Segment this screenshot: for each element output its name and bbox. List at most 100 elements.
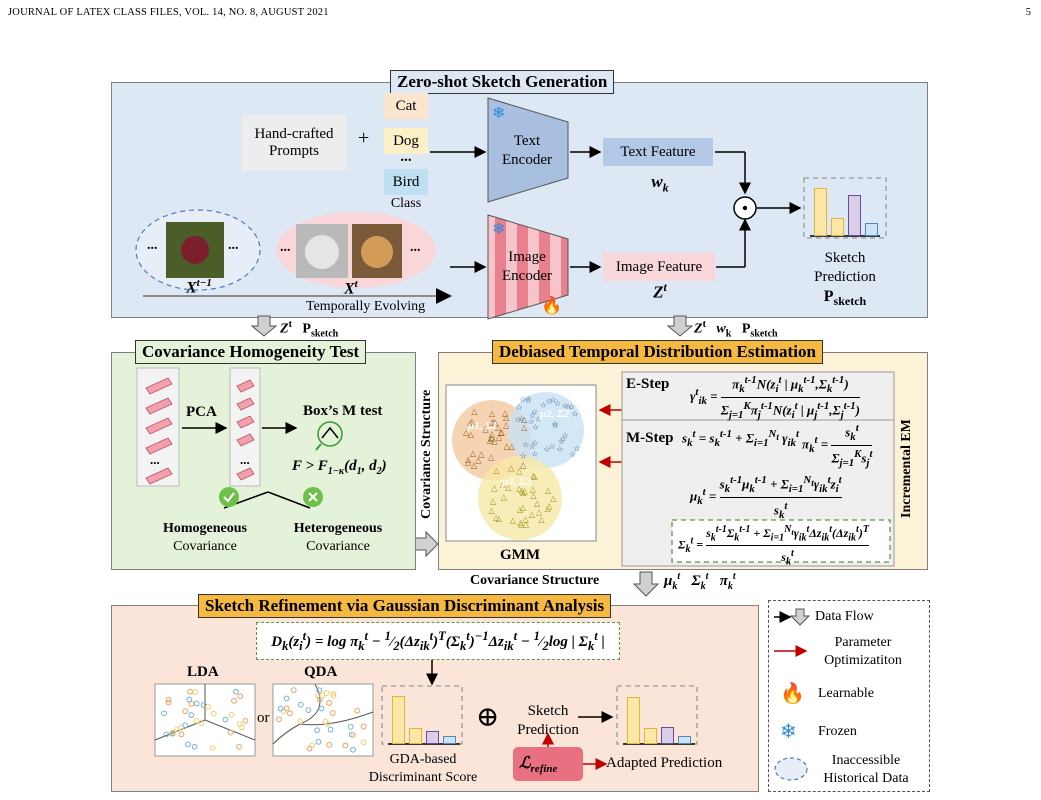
gmm-point: △: [521, 415, 528, 424]
gda-point: [347, 723, 354, 730]
gmm-point: △: [471, 461, 478, 470]
image-feature-symbol-z: Z: [653, 282, 664, 302]
gmm-point: ☆: [568, 402, 575, 411]
cluster-3-blob: [478, 456, 562, 540]
gmm-point: △: [536, 507, 543, 516]
gda-point: [182, 708, 189, 715]
gmm-point: △: [510, 516, 517, 525]
gmm-point: ☆: [543, 445, 550, 454]
flow-right-w: w: [716, 321, 726, 337]
gmm-point: ☆: [562, 431, 569, 440]
gmm-point: △: [508, 463, 515, 472]
image-encoder-line1: Image: [508, 249, 546, 265]
gmm-point: ☆: [548, 442, 555, 451]
gda-point: [318, 705, 325, 712]
gda-point: [290, 687, 297, 694]
feature-bars-left: [145, 377, 173, 485]
gda-point: [165, 696, 172, 703]
text-feature-symbol: wk: [640, 172, 680, 195]
bars-top-bar-2: [848, 195, 861, 236]
journal-header: JOURNAL OF LATEX CLASS FILES, VOL. 14, N…: [8, 7, 329, 18]
gmm-point: △: [487, 436, 494, 445]
bars-score-bar-1: [409, 728, 422, 744]
heterogeneous-line2: Covariance: [306, 539, 370, 554]
text-feature-box: Text Feature: [603, 138, 713, 166]
score-bars: [388, 692, 460, 744]
gmm-point: ☆: [518, 415, 525, 424]
gmm-point: ☆: [559, 434, 566, 443]
score-line2: Discriminant Score: [368, 770, 478, 785]
gmm-point: △: [490, 497, 497, 506]
gda-point: [242, 717, 249, 724]
gmm-point: △: [530, 485, 537, 494]
bars-score-bar-2: [426, 731, 439, 744]
gmm-point: ☆: [540, 400, 547, 409]
or-label: or: [257, 710, 270, 726]
gmm-point: △: [500, 480, 507, 489]
gmm-point: △: [465, 455, 472, 464]
gda-point: [239, 724, 245, 731]
gda-point: [314, 727, 320, 734]
frozen-icon-image: ❄: [492, 221, 506, 238]
gmm-point: △: [488, 453, 495, 462]
gda-point: [227, 729, 234, 736]
loss-symbol: ℒ: [519, 755, 531, 772]
curr-data-label-sup: t: [354, 278, 358, 290]
gmm-point: ☆: [573, 444, 580, 453]
cluster-label-1: μ1, Σ1: [468, 420, 498, 432]
param-pi: π: [719, 573, 728, 589]
check-icon: [219, 487, 239, 507]
gda-point: [209, 744, 216, 751]
down-arrow-bottom: [632, 571, 660, 597]
gda-point: [360, 723, 367, 730]
gmm-point: ☆: [532, 422, 539, 431]
f-test-label: F > F1−κ(d1, d2): [292, 458, 387, 477]
gmm-point: △: [495, 423, 502, 432]
gmm-point: △: [469, 417, 476, 426]
qda-plot: [272, 683, 374, 757]
gda-point: [178, 731, 185, 738]
pca-label: PCA: [186, 404, 217, 420]
sketch-pred-bottom-line1: Sketch: [527, 703, 569, 719]
sketch-prediction-symbol-sub: sketch: [833, 294, 867, 309]
gmm-point: △: [489, 506, 496, 515]
loss-sub: refine: [530, 763, 558, 776]
gmm-point: ☆: [531, 449, 538, 458]
gda-point: [165, 699, 172, 706]
flow-left-p: P: [302, 321, 311, 337]
gda-point: [163, 731, 170, 738]
gmm-point: △: [467, 418, 474, 427]
curr-ellipsis-right: ...: [410, 240, 421, 255]
score-label: GDA-based Discriminant Score: [360, 751, 486, 787]
gda-point: [327, 726, 334, 733]
gmm-point: △: [531, 472, 538, 481]
gda-point: [342, 742, 349, 749]
legend-param-line1: Parameter: [834, 635, 892, 650]
gmm-point: ☆: [514, 415, 521, 424]
frozen-icon-text: ❄: [492, 105, 506, 122]
gmm-point: △: [530, 471, 537, 480]
heterogeneous-label: Heterogeneous Covariance: [278, 520, 398, 556]
legend-frozen: Frozen: [818, 724, 857, 739]
gmm-point: △: [520, 503, 527, 512]
gmm-point: △: [523, 519, 530, 528]
legend-data-flow: Data Flow: [815, 609, 874, 624]
gda-point: [178, 724, 185, 731]
gda-title: Sketch Refinement via Gaussian Discrimin…: [198, 594, 612, 618]
gmm-point: ☆: [551, 420, 558, 429]
lda-label: LDA: [187, 664, 219, 680]
text-encoder-line1: Text: [513, 133, 541, 149]
sketch-pred-bottom: Sketch Prediction: [510, 702, 586, 740]
estep-label: E-Step: [626, 376, 670, 392]
dtde-title: Debiased Temporal Distribution Estimatio…: [492, 340, 823, 364]
mstep-formula-sigma: Σkt = skt-1Σkt-1 + Σi=1NtγiktΔzikt(Δzikt…: [678, 524, 869, 568]
curr-ellipsis-left: ...: [280, 240, 291, 255]
loss-box: [513, 747, 583, 781]
gmm-point: △: [496, 432, 503, 441]
gmm-point: △: [522, 486, 529, 495]
gda-point: [182, 722, 189, 729]
image-feature-symbol-t: t: [663, 280, 667, 294]
qda-label: QDA: [304, 664, 338, 680]
param-sigma: Σ: [691, 573, 701, 589]
gmm-point: △: [499, 427, 506, 436]
